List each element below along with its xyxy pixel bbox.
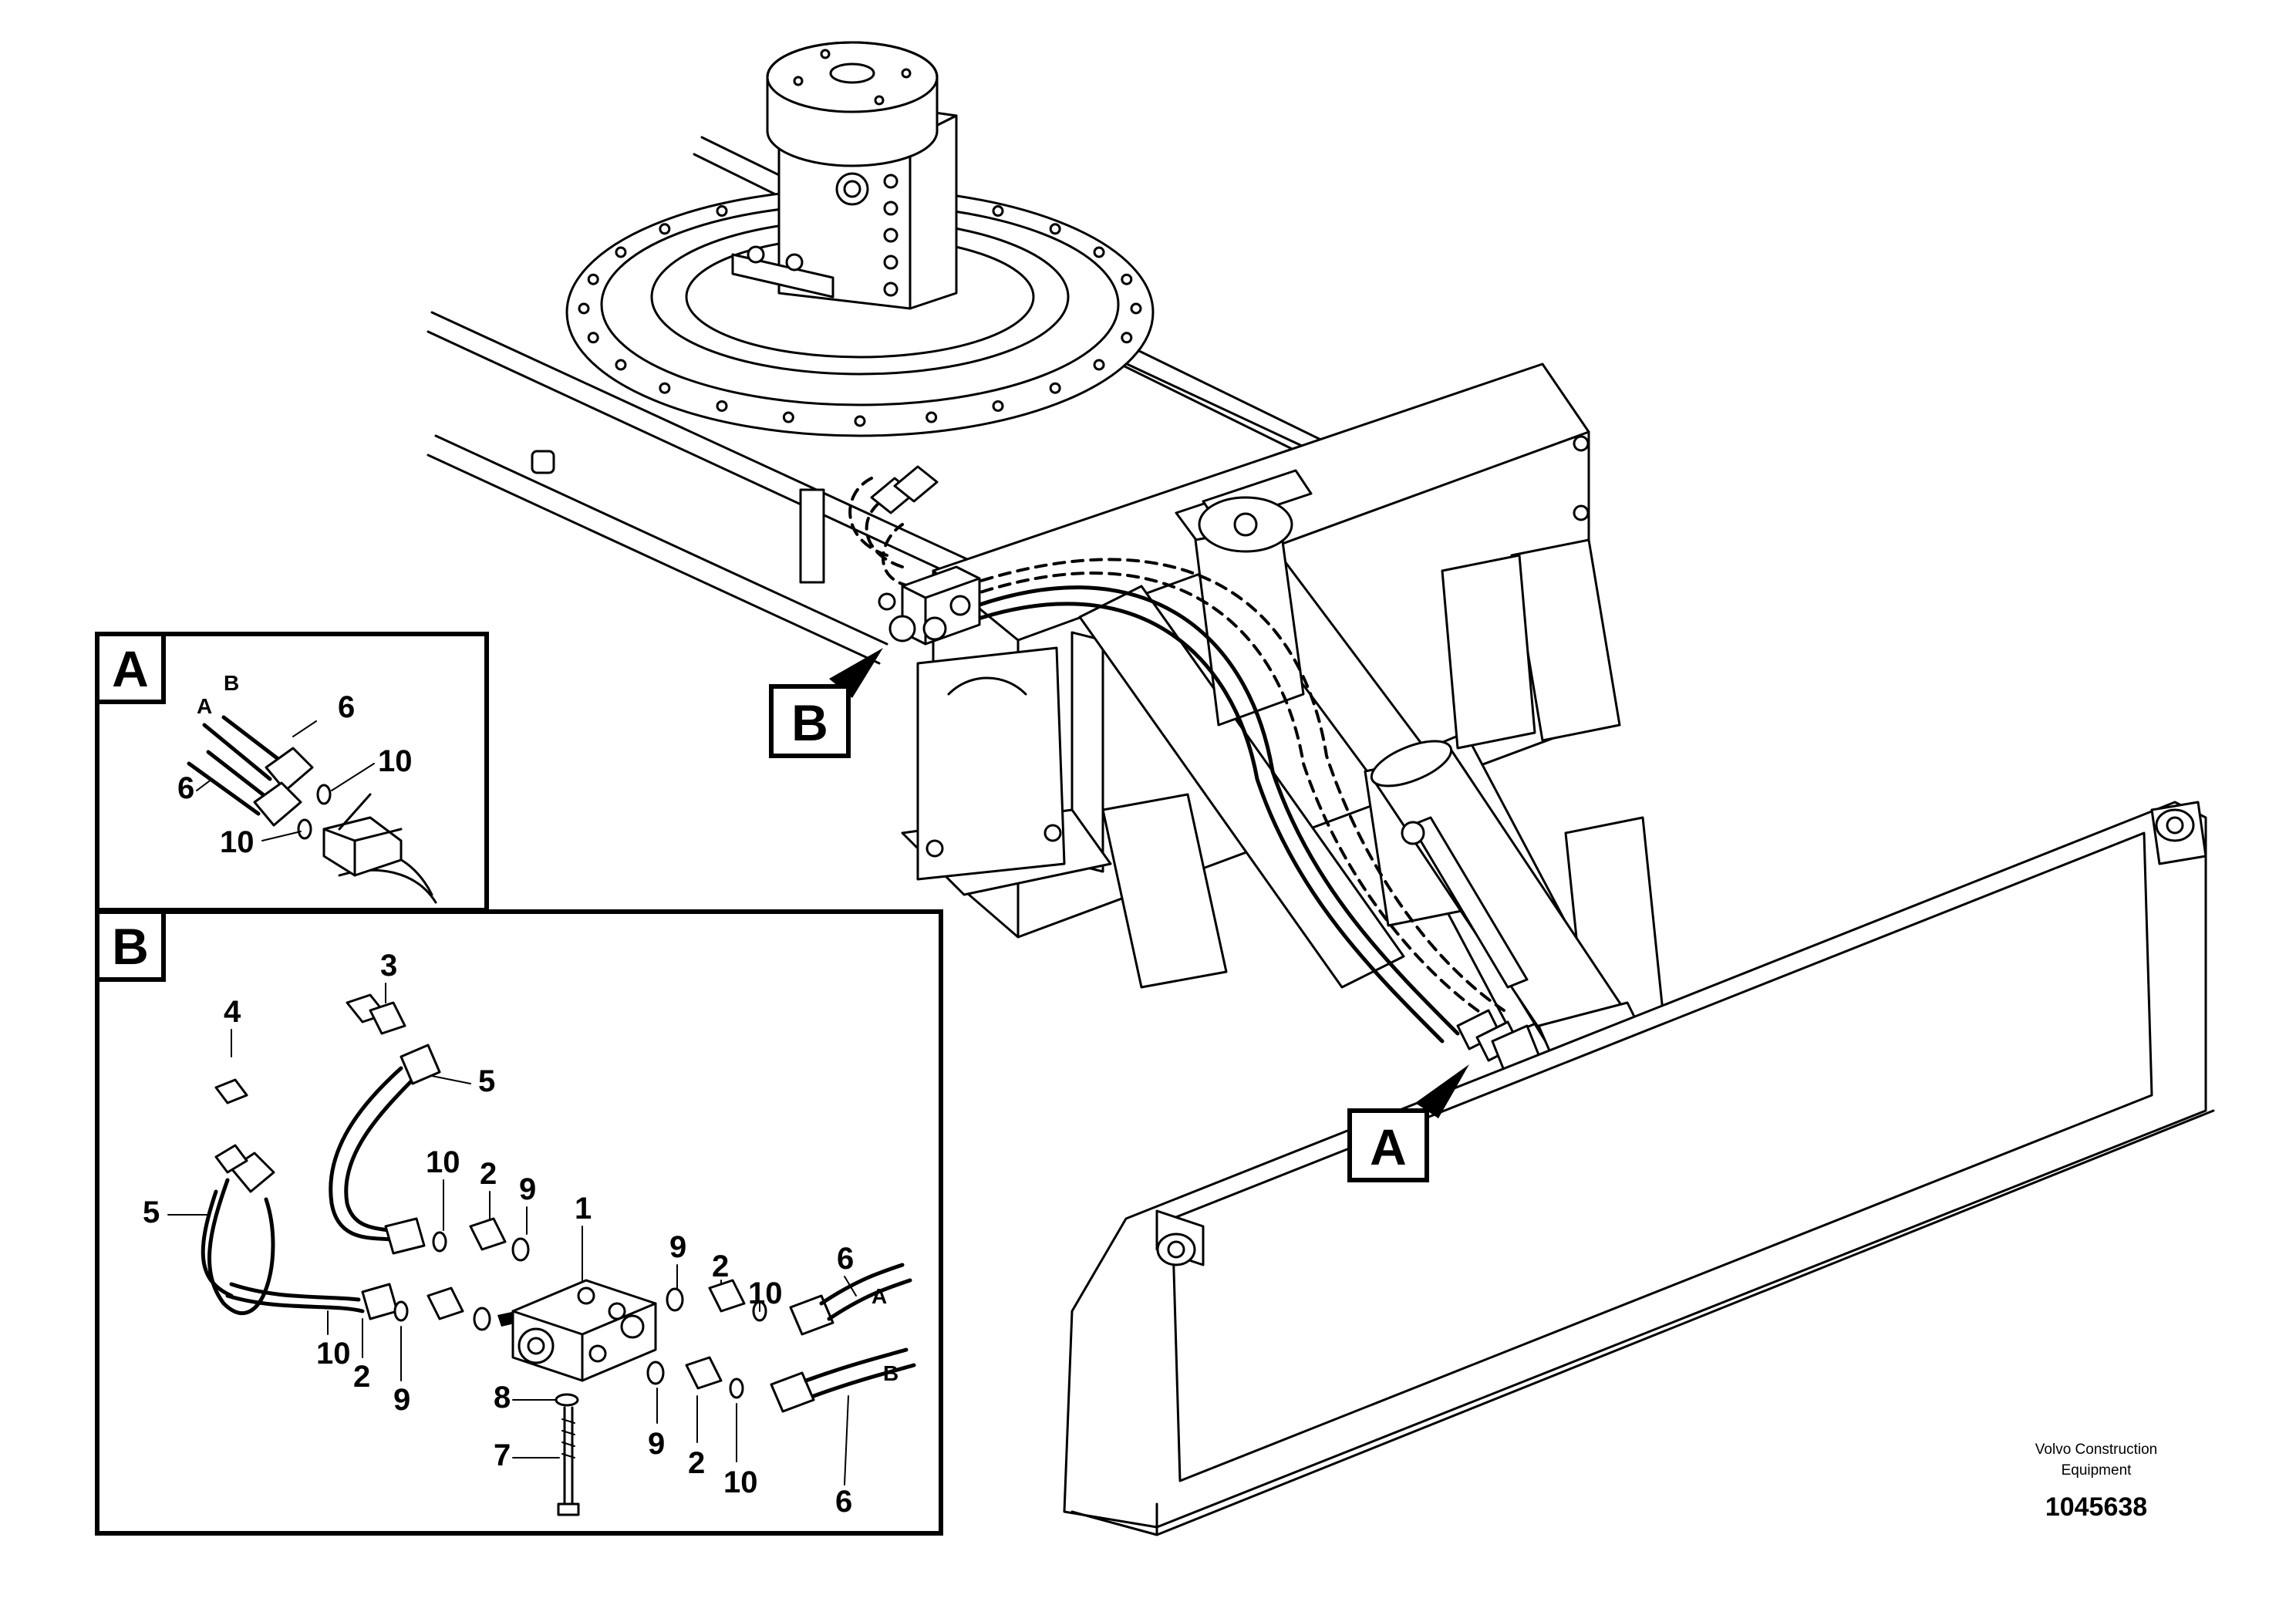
- ring-bolt-hole: [659, 382, 671, 394]
- svg-text:6: 6: [837, 1242, 854, 1276]
- svg-text:9: 9: [393, 1383, 410, 1417]
- svg-text:2: 2: [353, 1360, 370, 1394]
- svg-text:5: 5: [478, 1064, 495, 1098]
- ring-bolt-hole: [716, 205, 728, 218]
- ring-bolt-hole: [659, 223, 671, 235]
- swivel-bolts: [883, 174, 899, 297]
- ring-bolt-hole: [854, 415, 866, 427]
- ring-bolt-hole: [615, 359, 627, 371]
- detail-view-a: A B A 6 6 10 10: [95, 632, 489, 912]
- svg-text:B: B: [112, 918, 149, 975]
- svg-text:10: 10: [378, 744, 413, 778]
- svg-text:6: 6: [338, 690, 355, 724]
- svg-text:B: B: [883, 1361, 899, 1385]
- view-callout-b-main: B: [769, 648, 883, 758]
- mounting-bracket: [799, 488, 825, 584]
- ring-bolt-hole: [615, 246, 627, 258]
- svg-text:A: A: [1370, 1118, 1407, 1175]
- svg-text:4: 4: [224, 995, 241, 1029]
- ring-bolt-hole: [992, 205, 1004, 218]
- svg-text:A: A: [112, 640, 149, 697]
- main-assembly-illustration: B A Volvo Construction Equipment 1045638: [426, 41, 2215, 1536]
- detail-view-b: B: [95, 909, 943, 1536]
- svg-text:A: A: [197, 694, 212, 718]
- svg-text:A: A: [872, 1284, 887, 1308]
- hydraulic-hoses: [848, 465, 1544, 1081]
- svg-text:8: 8: [494, 1381, 511, 1415]
- drawing-number: 1045638: [2045, 1492, 2147, 1522]
- rail-spacer: [531, 450, 555, 474]
- svg-text:B: B: [791, 694, 828, 751]
- dozer-blade: [1063, 801, 2215, 1536]
- brand-line-2: Equipment: [2062, 1462, 2132, 1479]
- svg-text:6: 6: [835, 1485, 852, 1519]
- svg-text:2: 2: [688, 1446, 705, 1480]
- brand-line-1: Volvo Construction: [2035, 1442, 2157, 1458]
- svg-text:2: 2: [712, 1249, 729, 1283]
- svg-text:9: 9: [669, 1230, 686, 1264]
- svg-text:1: 1: [575, 1192, 592, 1226]
- svg-text:10: 10: [748, 1276, 783, 1310]
- ring-bolt-hole: [1130, 302, 1142, 315]
- svg-text:10: 10: [426, 1145, 460, 1179]
- svg-text:5: 5: [143, 1195, 160, 1229]
- ring-bolt-hole: [782, 411, 794, 423]
- ring-bolt-hole: [925, 411, 938, 423]
- ring-bolt-hole: [1049, 382, 1061, 394]
- ring-bolt-hole: [1093, 359, 1105, 371]
- ring-bolt-hole: [587, 332, 599, 344]
- svg-text:7: 7: [494, 1438, 511, 1472]
- distribution-block: [878, 565, 981, 646]
- svg-text:10: 10: [316, 1337, 351, 1371]
- svg-text:6: 6: [177, 771, 194, 805]
- svg-text:2: 2: [480, 1157, 497, 1191]
- svg-text:3: 3: [380, 949, 397, 983]
- ring-bolt-hole: [1093, 246, 1105, 258]
- ring-bolt-hole: [1121, 273, 1133, 285]
- ring-bolt-hole: [992, 400, 1004, 412]
- ring-bolt-hole: [1049, 223, 1061, 235]
- ring-bolt-hole: [1121, 332, 1133, 344]
- view-callout-a-main: A: [1347, 1064, 1469, 1182]
- svg-text:B: B: [224, 671, 239, 695]
- svg-text:10: 10: [723, 1465, 758, 1499]
- svg-text:10: 10: [220, 825, 255, 859]
- swivel-joint: [731, 41, 958, 310]
- ring-bolt-hole: [587, 273, 599, 285]
- svg-text:9: 9: [648, 1427, 665, 1461]
- ring-bolt-hole: [716, 400, 728, 412]
- ring-bolt-hole: [578, 302, 590, 315]
- svg-text:9: 9: [519, 1172, 536, 1206]
